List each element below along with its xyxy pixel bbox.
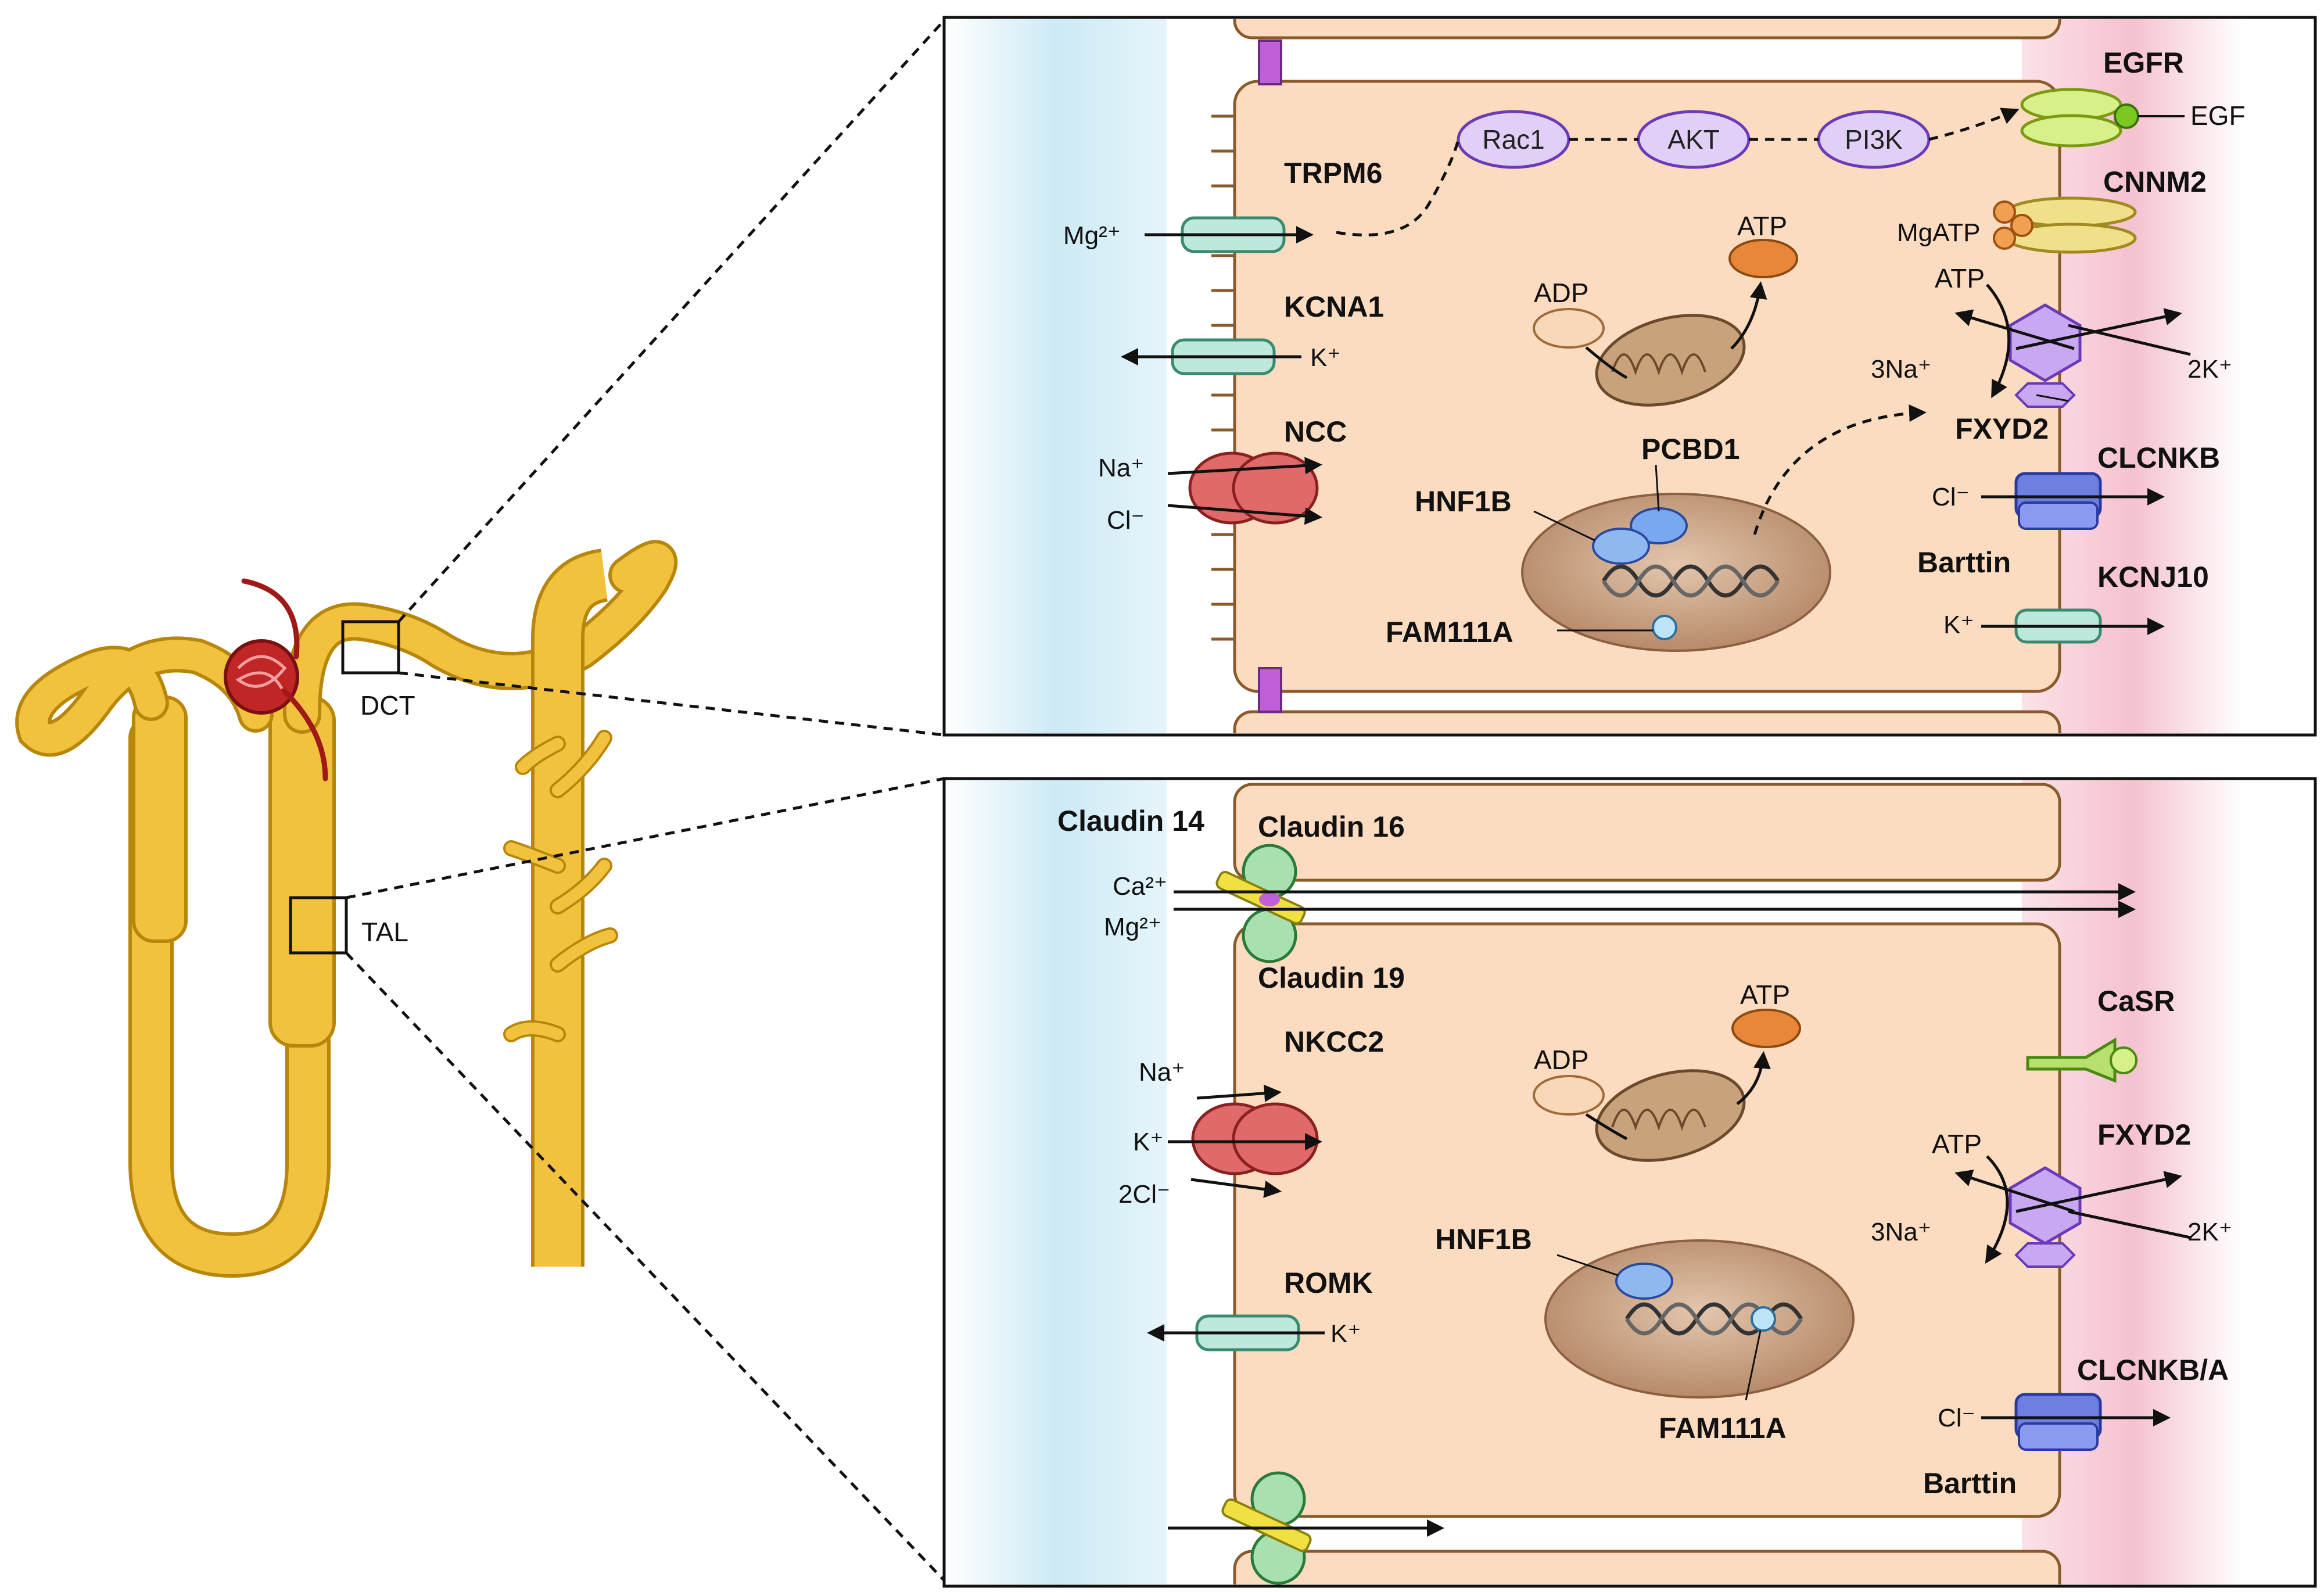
hnf1b-label: HNF1B: [1415, 485, 1512, 518]
atp-label-tal: ATP: [1740, 980, 1790, 1010]
fam111a-protein: [1652, 615, 1677, 640]
na-k-atpase-tal: ATP 3Na⁺ 2K⁺ FXYD2: [1871, 1118, 2232, 1268]
fam111a-protein-tal: [1751, 1306, 1776, 1332]
hnf1b-protein-tal: [1615, 1263, 1673, 1300]
mitochondrion-tal: ADP ATP: [1533, 980, 1801, 1162]
egfr-receptor: EGFR EGF: [2020, 46, 2246, 148]
barttin-label: Barttin: [1917, 546, 2011, 579]
na3-ion-tal: 3Na⁺: [1871, 1218, 1931, 1246]
k2-ion: 2K⁺: [2187, 355, 2232, 383]
pcbd1-label: PCBD1: [1641, 433, 1740, 465]
clcnkb-channel: CLCNKB Barttin Cl⁻: [1917, 442, 2220, 579]
clcnkb-label: CLCNKB: [2097, 442, 2220, 474]
k-ion-romk: K⁺: [1330, 1320, 1361, 1348]
label-text: PI3K: [1845, 124, 1903, 155]
adp-oval: [1533, 308, 1605, 349]
nephron-drawing: DCT TAL: [15, 19, 945, 1582]
casr-receptor: CaSR: [2026, 985, 2175, 1083]
label-text: Rac1: [1482, 124, 1544, 155]
tal-lumen: [946, 780, 1167, 1584]
egfr-label: EGFR: [2103, 46, 2184, 79]
k2-ion-tal: 2K⁺: [2187, 1218, 2232, 1246]
adp-oval-tal: [1533, 1075, 1605, 1116]
fam111a-label: FAM111A: [1386, 616, 1514, 648]
fxyd2-label: FXYD2: [1955, 413, 2049, 445]
kcnj10-channel: KCNJ10 K⁺: [1943, 561, 2209, 644]
kcna1-label: KCNA1: [1284, 291, 1384, 323]
atp-oval: [1728, 239, 1798, 278]
k-ion-kcna1: K⁺: [1310, 343, 1341, 372]
k-ion-kcnj10: K⁺: [1943, 611, 1974, 639]
claudin19-label: Claudin 19: [1258, 962, 1405, 994]
kcna1-channel: KCNA1 K⁺: [1121, 291, 1384, 375]
claudin14-label: Claudin 14: [1057, 805, 1204, 837]
mgatp-label: MgATP: [1897, 218, 1980, 247]
tal-panel: Claudin 14 Claudin 16 Claudin 19 Ca²⁺ Mg…: [942, 777, 2317, 1588]
ca-ion: Ca²⁺: [1113, 872, 1167, 901]
nkcc2-label: NKCC2: [1284, 1026, 1384, 1058]
casr-label: CaSR: [2097, 985, 2175, 1017]
cnnm2-label: CNNM2: [2103, 166, 2207, 198]
atp-pump-label-tal: ATP: [1932, 1129, 1982, 1159]
cl-ion-clcnkb: Cl⁻: [1932, 483, 1970, 511]
tal-zoom-box: [289, 896, 348, 955]
egf-label: EGF: [2190, 101, 2246, 131]
na-ion-tal: Na⁺: [1139, 1058, 1185, 1087]
cl-ion: Cl⁻: [1107, 506, 1145, 535]
label-text: AKT: [1667, 124, 1719, 155]
k-ion-tal: K⁺: [1133, 1128, 1164, 1156]
barttin-label-tal: Barttin: [1923, 1467, 2017, 1500]
cnnm2-transporter: CNNM2 MgATP: [1897, 166, 2207, 254]
atp-label: ATP: [1737, 211, 1787, 241]
hnf1b-label-tal: HNF1B: [1435, 1223, 1532, 1256]
mg-ion-tal: Mg²⁺: [1104, 913, 1161, 941]
dct-label: DCT: [360, 690, 415, 720]
na-k-atpase: ATP 3Na⁺ 2K⁺ FXYD2: [1871, 263, 2232, 445]
cl2-ion: 2Cl⁻: [1118, 1180, 1170, 1209]
hnf1b-protein: [1592, 528, 1650, 565]
tal-label: TAL: [361, 917, 408, 947]
ncc-label: NCC: [1284, 415, 1347, 448]
claudin16-label: Claudin 16: [1258, 811, 1405, 843]
egf-ligand: [2114, 103, 2139, 129]
atp-pump-label: ATP: [1935, 263, 1985, 293]
adp-label-tal: ADP: [1534, 1045, 1589, 1075]
adp-label: ADP: [1534, 278, 1589, 308]
clcnkba-label: CLCNKB/A: [2077, 1354, 2229, 1386]
na3-ion: 3Na⁺: [1871, 355, 1931, 383]
na-ion: Na⁺: [1098, 454, 1144, 482]
nkcc2-transporter: NKCC2 Na⁺ K⁺ 2Cl⁻: [1118, 1026, 1384, 1209]
mitochondrion: ADP ATP: [1533, 211, 1798, 407]
glomerulus: [224, 639, 299, 715]
kcnj10-label: KCNJ10: [2097, 561, 2209, 593]
nucleus: PCBD1 HNF1B FAM111A: [1386, 404, 1927, 652]
nucleus-tal: HNF1B FAM111A: [1435, 1223, 1855, 1444]
signaling-cascade: Rac1 AKT PI3K: [1336, 107, 2020, 236]
dct-zoom-box: [341, 620, 400, 675]
clcnkba-channel: CLCNKB/A Barttin Cl⁻: [1923, 1354, 2229, 1500]
atp-oval-tal: [1731, 1009, 1801, 1048]
romk-label: ROMK: [1284, 1267, 1373, 1299]
claudin-complex-bottom: [1168, 1471, 1444, 1585]
fxyd2-label-tal: FXYD2: [2097, 1118, 2191, 1151]
trpm6-channel: TRPM6 Mg²⁺: [1063, 157, 1382, 253]
dct-panel: Rac1 AKT PI3K EGFR EGF CNNM2: [942, 16, 2317, 737]
romk-channel: ROMK K⁺: [1147, 1267, 1373, 1351]
claudin-complex: Claudin 14 Claudin 16 Claudin 19 Ca²⁺ Mg…: [1057, 805, 2136, 994]
dct-lumen: [946, 19, 1167, 733]
ncc-transporter: NCC Na⁺ Cl⁻: [1098, 415, 1347, 535]
mg-ion: Mg²⁺: [1063, 221, 1121, 250]
fam111a-label-tal: FAM111A: [1659, 1412, 1787, 1444]
tal-cell: [1233, 922, 2061, 1518]
cl-ion-tal: Cl⁻: [1938, 1404, 1975, 1432]
trpm6-label: TRPM6: [1284, 157, 1382, 189]
